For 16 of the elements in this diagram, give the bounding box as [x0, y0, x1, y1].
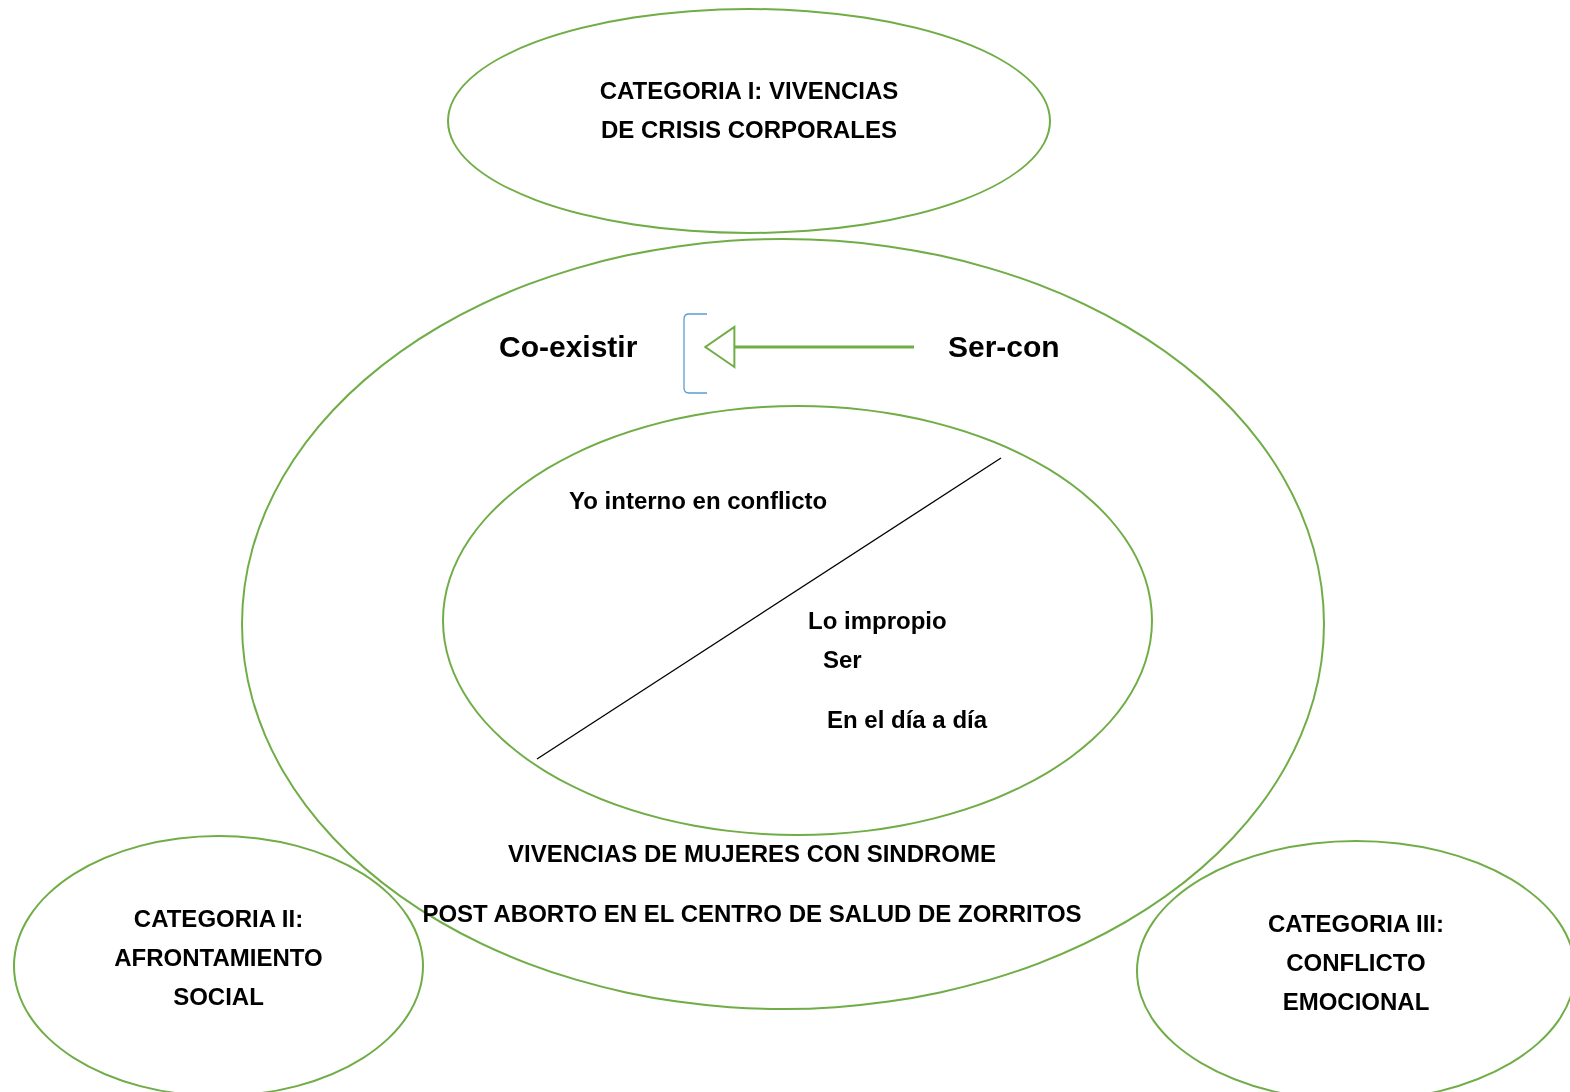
category-label: CATEGORIA I: VIVENCIAS DE CRISIS CORPORALES: [599, 76, 899, 145]
category-label: CATEGORIA III: CONFLICTO EMOCIONAL: [1267, 908, 1445, 1017]
category-label: CATEGORIA II: AFRONTAMIENTO SOCIAL: [113, 903, 324, 1012]
ellipse-label: Ser: [823, 646, 862, 674]
ellipse: [442, 405, 1153, 836]
ellipse-label: Yo interno en conflicto: [569, 487, 828, 515]
ellipse: [447, 8, 1051, 234]
ellipse-label: POST ABORTO EN EL CENTRO DE SALUD DE ZORRITOS: [421, 900, 1083, 928]
ellipse: [1136, 840, 1570, 1092]
ellipse-label: En el día a día: [827, 706, 988, 734]
ellipse-label: VIVENCIAS DE MUJERES CON SINDROME: [506, 840, 998, 868]
arrow: [704, 326, 914, 368]
ellipse: [13, 835, 424, 1092]
ellipse-label: Lo impropio: [808, 607, 947, 635]
concept-label: Co-existir: [499, 330, 638, 364]
concept-label: Ser-con: [948, 330, 1060, 364]
